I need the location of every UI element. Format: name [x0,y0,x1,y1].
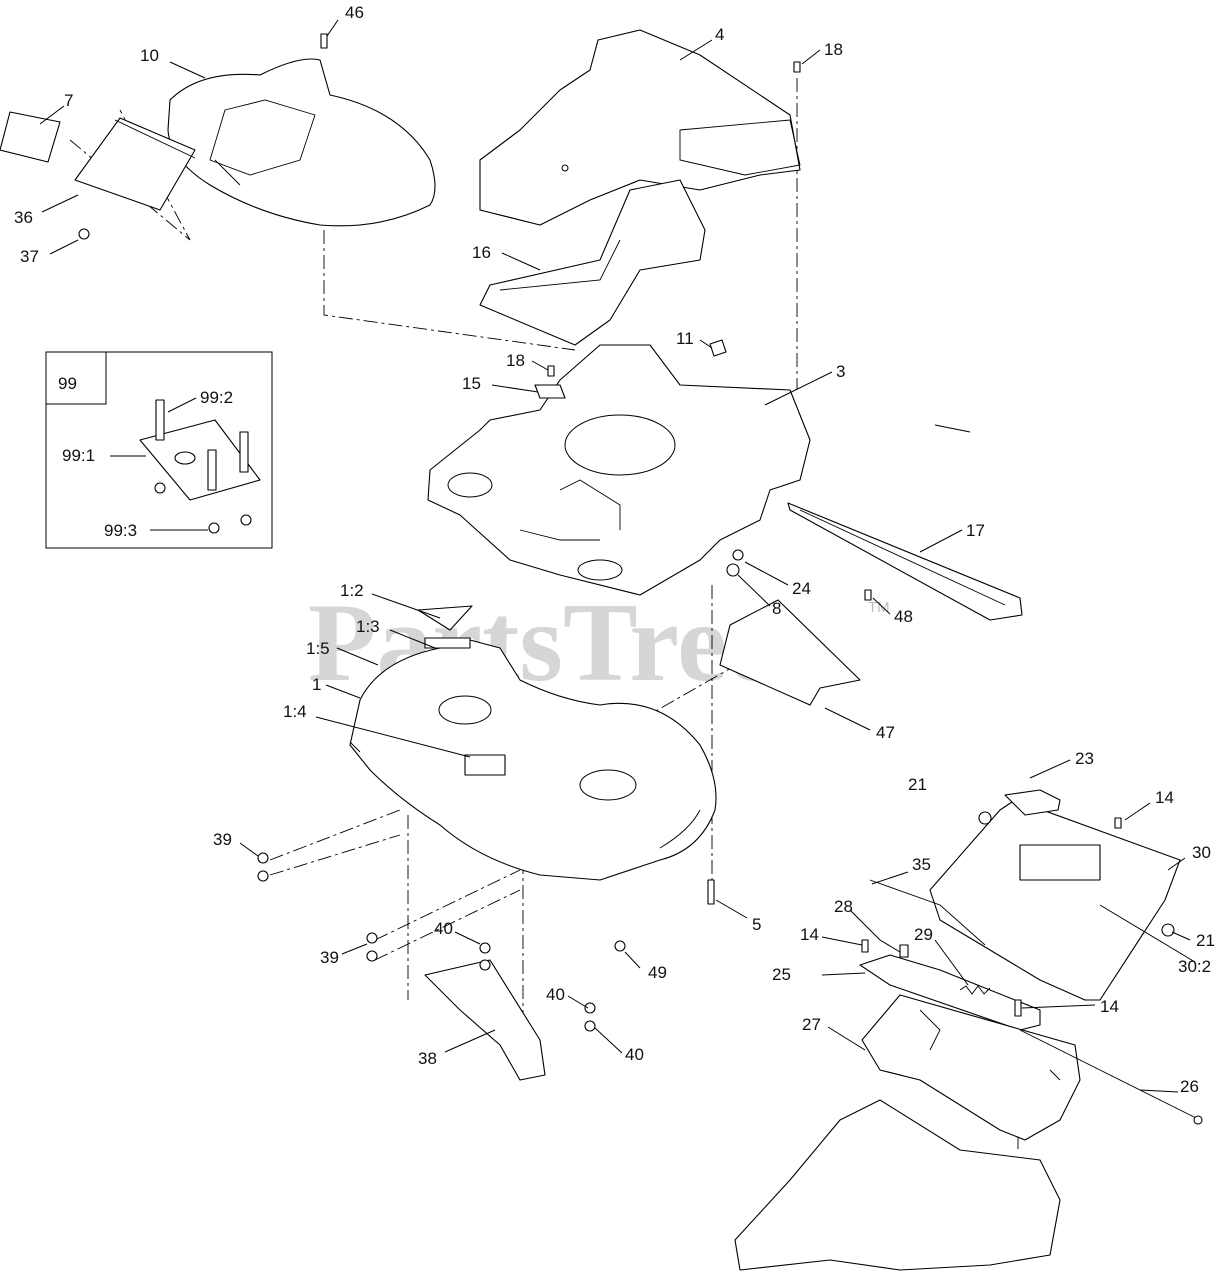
callout-27: 27 [802,1015,821,1034]
part-4-shroud [479,29,801,226]
part-11-clip [709,339,727,357]
callout-1-2: 1:2 [340,581,364,600]
callout-3: 3 [836,362,845,381]
part-37-nut [78,228,90,240]
callout-99-3: 99:3 [104,521,137,540]
callout-30-2: 30:2 [1178,957,1211,976]
part-7-decal [0,111,61,163]
callout-1: 1 [312,675,321,694]
callout-18-frame: 18 [506,351,525,370]
callout-10: 10 [140,46,159,65]
part-24-screw [732,549,744,561]
callout-35: 35 [912,855,931,874]
callout-labels: 46 10 4 18 7 36 37 16 11 18 15 3 99:2 99… [14,3,1215,1096]
part-48-bolt [864,589,872,601]
callout-14-left: 14 [800,925,819,944]
part-14-bolt [1014,999,1022,1017]
part-8-nut [726,563,740,577]
part-5-bolt [707,879,715,905]
part-29-spring [959,985,991,995]
part-30-pan [929,789,1181,1001]
callout-14-right: 14 [1100,997,1119,1016]
callout-99-2: 99:2 [200,388,233,407]
callout-40-b: 40 [546,985,565,1004]
callout-1-4: 1:4 [283,702,307,721]
part-49-nut [614,940,626,952]
callout-48: 48 [894,607,913,626]
callout-39-b: 39 [320,948,339,967]
lower-shroud [734,1099,1061,1271]
callout-24: 24 [792,579,811,598]
callout-15: 15 [462,374,481,393]
callout-18-top: 18 [824,40,843,59]
part-18-bolt-top [793,61,801,73]
part-35-rod [869,879,986,946]
part-47-shield [719,599,861,706]
part-39-nut-a [257,852,269,864]
callout-28: 28 [834,897,853,916]
part-46-bolt [320,33,328,49]
callout-14-top: 14 [1155,788,1174,807]
callout-29: 29 [914,925,933,944]
part-26-rod [1019,1029,1201,1121]
callout-49: 49 [648,963,667,982]
part-10-hood [167,58,436,227]
callout-37: 37 [20,247,39,266]
part-3-frame [427,344,811,596]
part-36-plate [74,117,196,211]
part-27-mount-plate [861,994,1081,1141]
callout-36: 36 [14,208,33,227]
part-39-nut-b [257,870,269,882]
callout-26: 26 [1180,1077,1199,1096]
callout-7: 7 [64,91,73,110]
callout-25: 25 [772,965,791,984]
callout-40-a: 40 [434,919,453,938]
callout-4: 4 [715,25,724,44]
callout-23: 23 [1075,749,1094,768]
callout-99-1: 99:1 [62,446,95,465]
inset-99 [45,351,273,549]
callout-30: 30 [1192,843,1211,862]
callout-39-a: 39 [213,830,232,849]
callout-46: 46 [345,3,364,22]
part-1-deck [349,605,717,881]
part-25-lever-plate [859,939,1041,1031]
part-38-bracket [424,942,596,1081]
part-18-bolt-frame [547,365,555,377]
callout-1-5: 1:5 [306,639,330,658]
part-16-chute [479,179,706,346]
part-15-bracket [534,384,566,399]
callout-40-c: 40 [625,1045,644,1064]
callout-16: 16 [472,243,491,262]
part-17-rail [787,502,1023,621]
callout-21-top: 21 [908,775,927,794]
callout-5: 5 [752,915,761,934]
callout-1-3: 1:3 [356,617,380,636]
callout-38: 38 [418,1049,437,1068]
inset-99-title: 99 [58,374,77,393]
callout-17: 17 [966,521,985,540]
watermark-trademark: TM [868,599,890,616]
callout-11: 11 [676,329,694,348]
part-39-nut-c [366,932,378,944]
callout-21-right: 21 [1196,931,1215,950]
callout-47: 47 [876,723,895,742]
callout-8: 8 [772,599,781,618]
leader-lines [39,19,1196,1093]
part-39-nut-d [366,950,378,962]
